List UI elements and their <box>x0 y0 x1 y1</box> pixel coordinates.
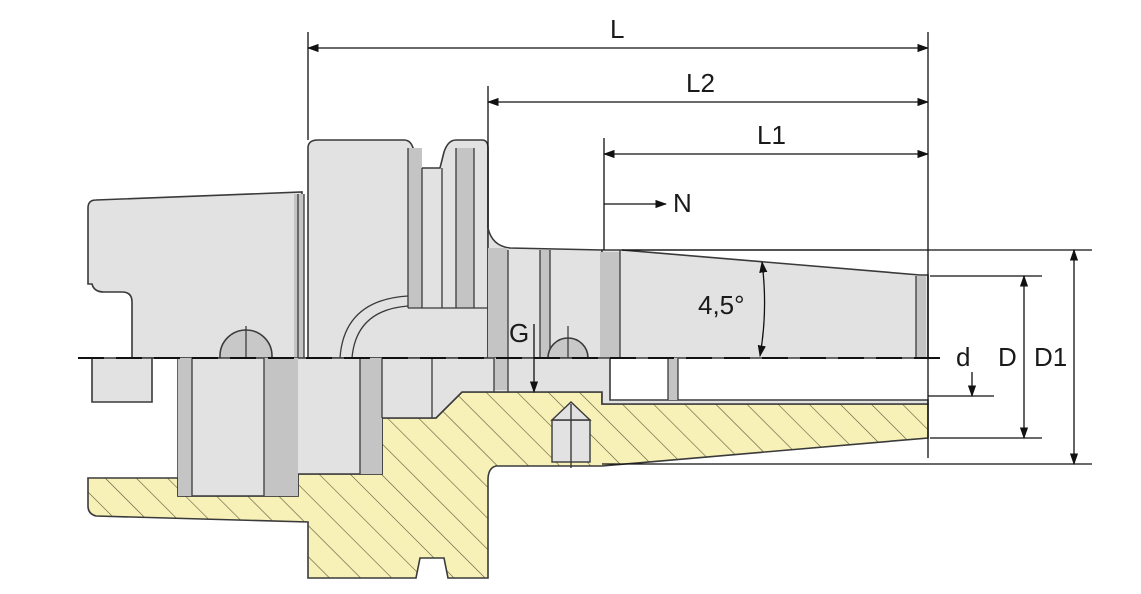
label-D: D <box>998 342 1017 372</box>
dim-angle <box>757 260 768 358</box>
label-L2: L2 <box>686 68 715 98</box>
label-N: N <box>673 188 692 218</box>
upper-detail-lines <box>297 148 917 359</box>
upper-shading <box>294 148 926 358</box>
label-L: L <box>610 14 624 44</box>
label-G: G <box>509 318 529 348</box>
neck-cross-hole <box>547 326 589 359</box>
dimension-lines <box>306 32 1092 466</box>
label-angle: 4,5° <box>698 290 745 320</box>
label-d: d <box>956 342 970 372</box>
label-D1: D1 <box>1034 342 1067 372</box>
flange <box>307 139 489 359</box>
hsk-shank <box>87 191 303 359</box>
set-screw-g <box>550 401 592 468</box>
holder-section-view <box>87 357 929 579</box>
label-L1: L1 <box>757 120 786 150</box>
